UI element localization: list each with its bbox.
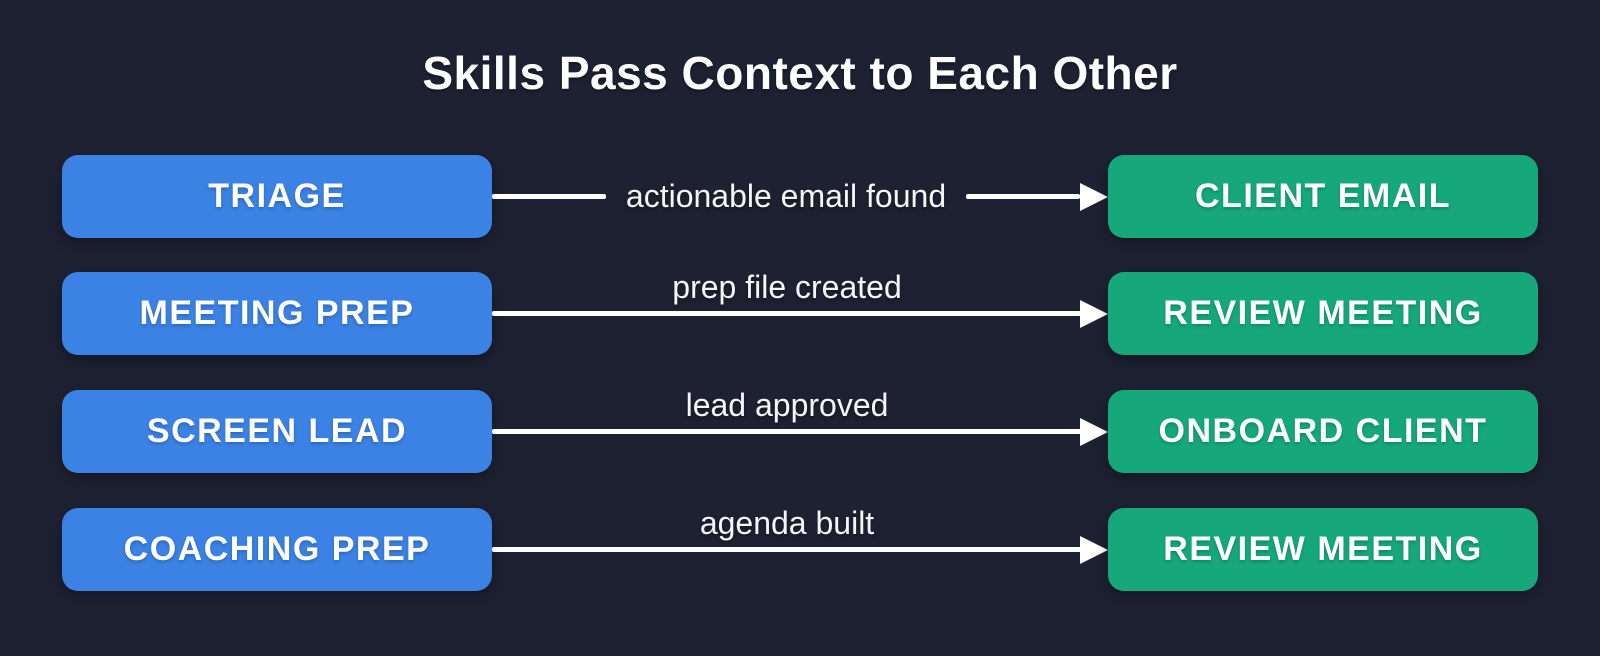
connector-arrow: lead approved xyxy=(492,386,1108,473)
flow-row-screen-lead: SCREEN LEAD lead approved ONBOARD CLIENT xyxy=(0,386,1600,473)
target-skill-box: CLIENT EMAIL xyxy=(1108,155,1538,238)
arrow-line-right xyxy=(966,194,1080,199)
arrowhead-icon xyxy=(1080,535,1108,564)
source-skill-box: COACHING PREP xyxy=(62,508,492,591)
connector-label: agenda built xyxy=(699,504,875,541)
source-skill-box: SCREEN LEAD xyxy=(62,390,492,473)
target-skill-box: ONBOARD CLIENT xyxy=(1108,390,1538,473)
target-skill-box: REVIEW MEETING xyxy=(1108,508,1538,591)
target-skill-label: REVIEW MEETING xyxy=(1163,294,1483,332)
target-skill-box: REVIEW MEETING xyxy=(1108,272,1538,355)
source-skill-box: MEETING PREP xyxy=(62,272,492,355)
connector-label: actionable email found xyxy=(625,178,947,214)
source-skill-label: TRIAGE xyxy=(208,177,346,215)
connector-arrow: agenda built xyxy=(492,504,1108,591)
source-skill-label: COACHING PREP xyxy=(123,530,431,568)
target-skill-label: ONBOARD CLIENT xyxy=(1158,412,1488,450)
arrowhead-icon xyxy=(1080,182,1108,211)
connector-arrow: prep file created xyxy=(492,268,1108,355)
connector-label: prep file created xyxy=(672,268,902,305)
arrowhead-icon xyxy=(1080,299,1108,328)
arrowhead-icon xyxy=(1080,417,1108,446)
flow-row-coaching-prep: COACHING PREP agenda built REVIEW MEETIN… xyxy=(0,504,1600,591)
arrow-line xyxy=(492,547,1082,552)
flow-row-triage: TRIAGE actionable email found CLIENT EMA… xyxy=(0,155,1600,238)
arrow-line xyxy=(492,311,1082,316)
flow-row-meeting-prep: MEETING PREP prep file created REVIEW ME… xyxy=(0,268,1600,355)
source-skill-box: TRIAGE xyxy=(62,155,492,238)
connector-label: lead approved xyxy=(685,386,889,423)
arrow-line xyxy=(492,429,1082,434)
source-skill-label: SCREEN LEAD xyxy=(146,412,408,450)
connector-arrow: actionable email found xyxy=(492,155,1108,238)
target-skill-label: REVIEW MEETING xyxy=(1163,530,1483,568)
target-skill-label: CLIENT EMAIL xyxy=(1195,177,1451,215)
source-skill-label: MEETING PREP xyxy=(139,294,415,332)
arrow-line-left xyxy=(492,194,606,199)
diagram-title: Skills Pass Context to Each Other xyxy=(422,47,1178,99)
